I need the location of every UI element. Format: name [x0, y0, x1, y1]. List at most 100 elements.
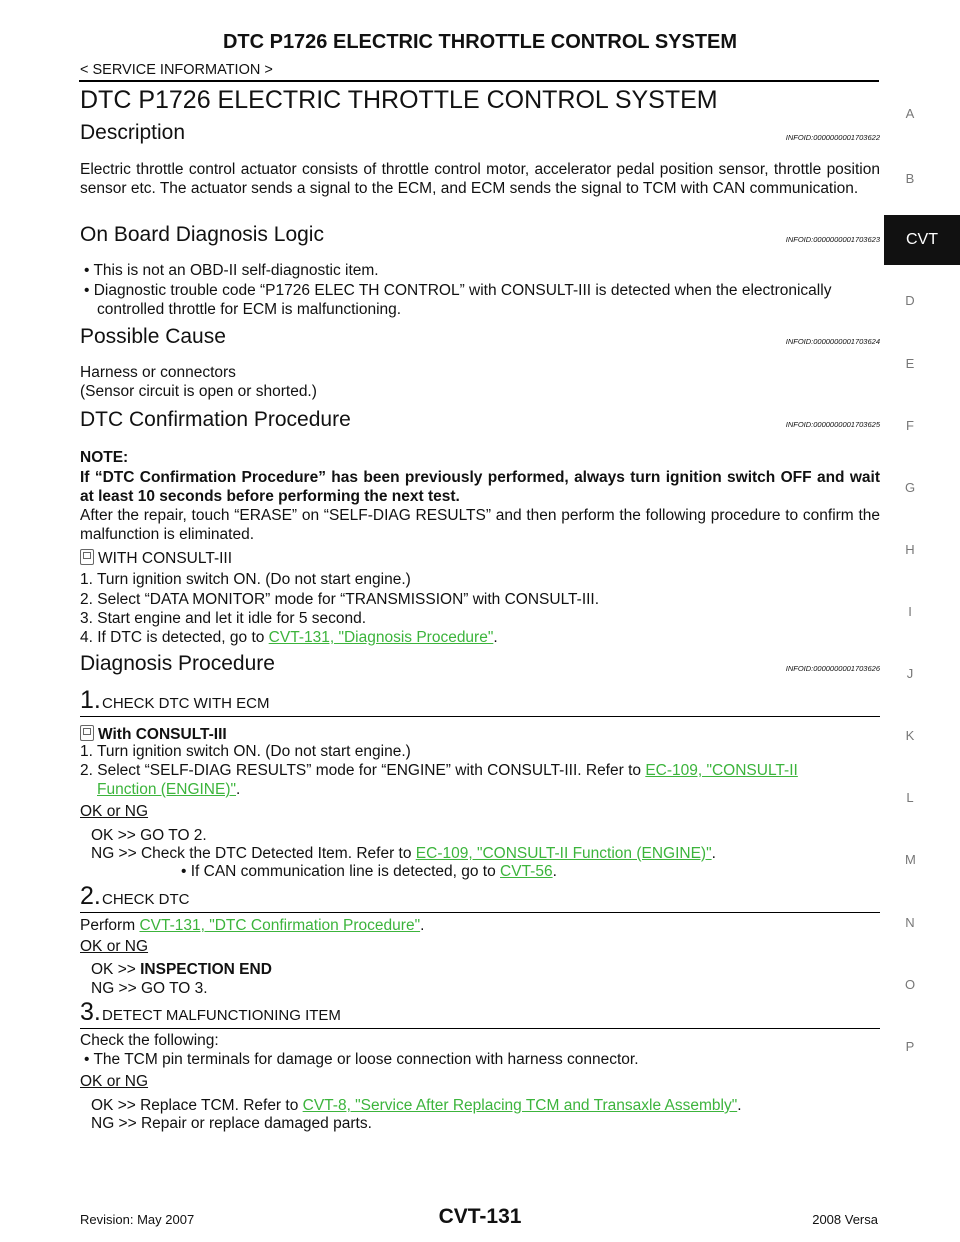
with-consult-label: WITH CONSULT-III — [80, 549, 232, 568]
step-3-heading: 3. DETECT MALFUNCTIONING ITEM — [80, 998, 880, 1029]
info-id: INFOID:0000000001703622 — [785, 133, 880, 142]
section-heading-confirm: DTC Confirmation Procedure INFOID:000000… — [80, 408, 880, 432]
step-3-ng: NG >> Repair or replace damaged parts. — [91, 1115, 372, 1132]
step-text-end: . — [493, 629, 498, 646]
step-title: CHECK DTC WITH ECM — [102, 695, 270, 712]
confirm-step-2: 2. Select “DATA MONITOR” mode for “TRANS… — [80, 591, 600, 608]
step-title: DETECT MALFUNCTIONING ITEM — [102, 1007, 341, 1024]
section-heading-cause: Possible Cause INFOID:0000000001703624 — [80, 325, 880, 349]
step-number: 2. — [80, 882, 101, 910]
ng-text-end: . — [711, 845, 716, 862]
step-1-with-consult: With CONSULT-III — [80, 725, 227, 744]
ec-109-link-cont[interactable]: Function (ENGINE)" — [97, 781, 237, 798]
ok-or-ng-label: OK or NG — [80, 1073, 149, 1090]
side-index-n[interactable]: N — [905, 915, 915, 930]
step-1-line-1: 1. Turn ignition switch ON. (Do not star… — [80, 743, 411, 760]
info-id: INFOID:0000000001703623 — [785, 235, 880, 244]
footer-page-number: CVT-131 — [438, 1205, 522, 1228]
perform-text-end: . — [420, 917, 425, 934]
side-index-m[interactable]: M — [905, 852, 916, 867]
side-index-f[interactable]: F — [906, 418, 914, 433]
heading-text: Possible Cause — [80, 325, 226, 348]
side-index-o[interactable]: O — [905, 977, 916, 992]
ec-109-link[interactable]: EC-109, "CONSULT-II — [645, 762, 798, 779]
step-text: 4. If DTC is detected, go to — [80, 629, 269, 646]
heading-text: Diagnosis Procedure — [80, 652, 275, 675]
step-2-perform: Perform CVT-131, "DTC Confirmation Proce… — [80, 917, 424, 935]
side-index-p[interactable]: P — [905, 1039, 915, 1054]
ng-text-end: . — [552, 863, 557, 880]
side-index-j[interactable]: J — [906, 666, 914, 681]
step-2-ok: OK >> INSPECTION END — [91, 961, 272, 979]
ng-text: • If CAN communication line is detected,… — [181, 863, 501, 880]
confirm-step-3: 3. Start engine and let it idle for 5 se… — [80, 610, 367, 627]
inspection-end: INSPECTION END — [140, 961, 272, 978]
step-3-line-1: Check the following: — [80, 1032, 219, 1049]
side-index-a[interactable]: A — [905, 106, 915, 121]
dtc-confirmation-link[interactable]: CVT-131, "DTC Confirmation Procedure" — [139, 917, 421, 934]
step-text-end: . — [236, 781, 241, 798]
side-index-h[interactable]: H — [905, 542, 915, 557]
ok-text: OK >> — [91, 961, 141, 978]
step-1-line-2: 2. Select “SELF-DIAG RESULTS” mode for “… — [80, 762, 798, 780]
cvt-8-link[interactable]: CVT-8, "Service After Replacing TCM and … — [302, 1097, 738, 1114]
side-index-g[interactable]: G — [905, 480, 916, 495]
page-header-title: DTC P1726 ELECTRIC THROTTLE CONTROL SYST… — [222, 31, 738, 53]
info-id: INFOID:0000000001703626 — [785, 664, 880, 673]
section-heading-obd: On Board Diagnosis Logic INFOID:00000000… — [80, 223, 880, 247]
cause-line-1: Harness or connectors — [80, 364, 236, 381]
ok-or-ng-label: OK or NG — [80, 803, 149, 820]
step-title: CHECK DTC — [102, 891, 190, 908]
footer-revision: Revision: May 2007 — [80, 1212, 195, 1227]
step-3-ok: OK >> Replace TCM. Refer to CVT-8, "Serv… — [91, 1097, 742, 1115]
step-1-heading: 1. CHECK DTC WITH ECM — [80, 686, 880, 717]
step-2-heading: 2. CHECK DTC — [80, 882, 880, 913]
side-index-l[interactable]: L — [906, 790, 914, 805]
step-number: 1. — [80, 686, 101, 714]
side-index-b[interactable]: B — [905, 171, 915, 186]
side-index-d[interactable]: D — [905, 293, 915, 308]
section-heading-diagnosis: Diagnosis Procedure INFOID:0000000001703… — [80, 652, 880, 676]
note-text: After the repair, touch “ERASE” on “SELF… — [80, 507, 880, 543]
description-text: Electric throttle control actuator consi… — [80, 161, 880, 197]
cvt-56-link[interactable]: CVT-56 — [500, 863, 553, 880]
step-1-ng-2: • If CAN communication line is detected,… — [181, 863, 557, 881]
side-index-k[interactable]: K — [905, 728, 915, 743]
confirm-step-1: 1. Turn ignition switch ON. (Do not star… — [80, 571, 411, 588]
heading-text: Description — [80, 121, 186, 144]
consult-icon — [80, 549, 94, 565]
with-consult-text: WITH CONSULT-III — [98, 550, 233, 567]
confirm-step-4: 4. If DTC is detected, go to CVT-131, "D… — [80, 629, 498, 647]
step-text: 2. Select “SELF-DIAG RESULTS” mode for “… — [80, 762, 646, 779]
side-index-cvt-tab[interactable]: CVT — [884, 215, 960, 265]
note-label: NOTE: — [80, 449, 129, 466]
note-bold-text: If “DTC Confirmation Procedure” has been… — [80, 469, 880, 505]
side-index-i[interactable]: I — [908, 604, 912, 619]
page-header-subtitle: < SERVICE INFORMATION > — [80, 62, 273, 78]
obd-bullet-2: • Diagnostic trouble code “P1726 ELEC TH… — [84, 282, 832, 299]
step-1-ng: NG >> Check the DTC Detected Item. Refer… — [91, 845, 716, 863]
obd-bullet-1: • This is not an OBD-II self-diagnostic … — [84, 262, 379, 279]
step-3-line-2: • The TCM pin terminals for damage or lo… — [84, 1051, 639, 1068]
diagnosis-procedure-link[interactable]: CVT-131, "Diagnosis Procedure" — [268, 629, 494, 646]
heading-text: On Board Diagnosis Logic — [80, 223, 324, 246]
step-number: 3. — [80, 998, 101, 1026]
obd-bullet-2-cont: controlled throttle for ECM is malfuncti… — [97, 301, 402, 318]
perform-text: Perform — [80, 917, 140, 934]
ec-109-consult-link[interactable]: EC-109, "CONSULT-II Function (ENGINE)" — [415, 845, 712, 862]
header-divider — [79, 80, 879, 82]
step-2-ng: NG >> GO TO 3. — [91, 980, 208, 997]
info-id: INFOID:0000000001703624 — [785, 337, 880, 346]
ok-text-end: . — [737, 1097, 742, 1114]
footer-model: 2008 Versa — [812, 1212, 878, 1227]
ok-text: OK >> Replace TCM. Refer to — [91, 1097, 303, 1114]
info-id: INFOID:0000000001703625 — [785, 420, 880, 429]
consult-icon — [80, 725, 94, 741]
ng-text: NG >> Check the DTC Detected Item. Refer… — [91, 845, 416, 862]
with-consult-text: With CONSULT-III — [98, 726, 227, 743]
step-1-ok: OK >> GO TO 2. — [91, 827, 207, 844]
cause-line-2: (Sensor circuit is open or shorted.) — [80, 383, 317, 400]
section-heading-description: Description INFOID:0000000001703622 — [80, 121, 880, 145]
side-index-e[interactable]: E — [905, 356, 915, 371]
step-1-line-2-cont: Function (ENGINE)". — [97, 781, 240, 799]
